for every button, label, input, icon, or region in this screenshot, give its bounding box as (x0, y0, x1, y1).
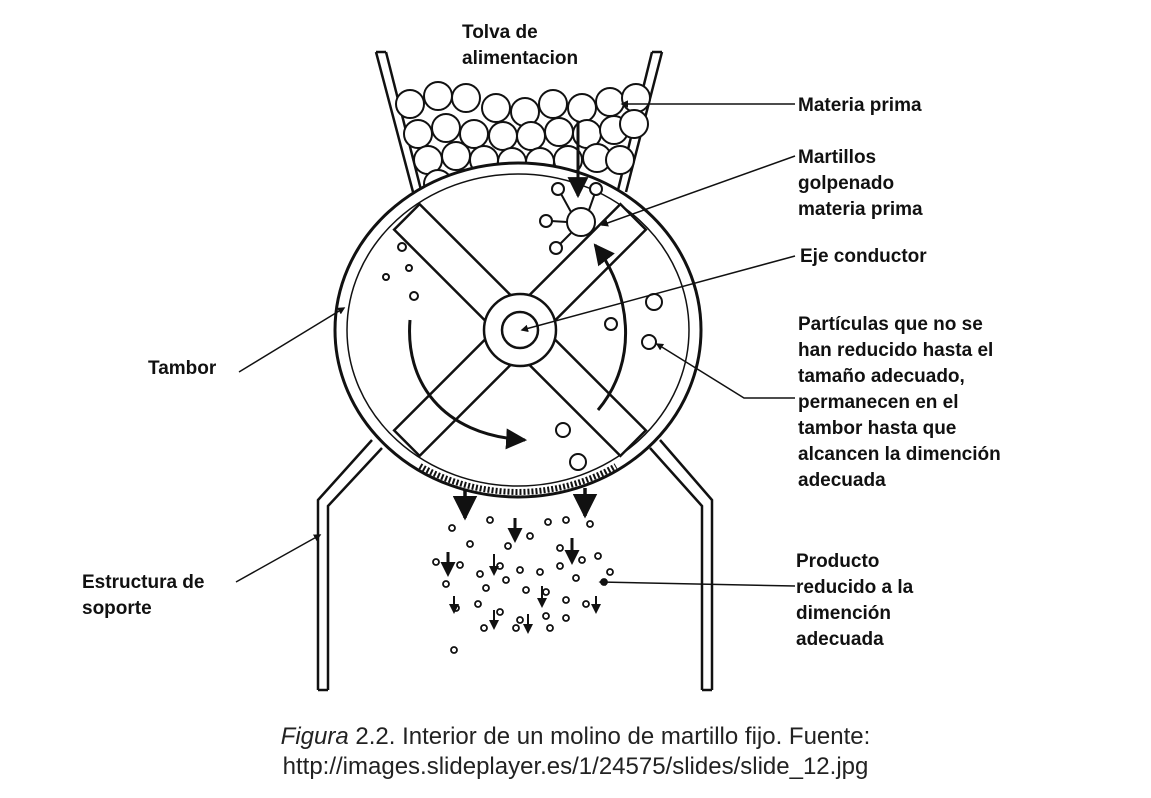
product-particle (544, 518, 552, 526)
product-particle (578, 556, 586, 564)
product-label-line: adecuada (796, 629, 884, 650)
product-particle (516, 566, 524, 574)
product-particle (522, 586, 530, 594)
product-particle (496, 608, 504, 616)
product-particles (432, 516, 614, 654)
product-particle (456, 561, 464, 569)
product-particle (556, 562, 564, 570)
product-particle (486, 516, 494, 524)
hopper-label-line: alimentacion (462, 48, 579, 69)
leader-lines (235, 100, 796, 587)
figure-caption: Figura 2.2. Interior de un molino de mar… (0, 722, 1151, 782)
product-label: Producto reducido a la dimención adecuad… (796, 549, 913, 653)
product-particle (442, 580, 450, 588)
product-particle (594, 552, 602, 560)
discharge-arrows (452, 488, 598, 521)
product-particle (586, 520, 594, 528)
particles-label: Partículas que no se han reducido hasta … (798, 312, 1001, 494)
caption-line-1: Figura 2.2. Interior de un molino de mar… (0, 722, 1151, 752)
raw-material-ball (451, 83, 481, 113)
particles-label-line: tambor hasta que (798, 418, 957, 439)
product-label-line: reducido a la (796, 577, 914, 598)
raw-material-ball (516, 121, 546, 151)
product-particle (562, 596, 570, 604)
impact-burst (539, 122, 603, 255)
raw-material-ball (595, 87, 625, 117)
product-label-line: Producto (796, 551, 880, 572)
product-particle (504, 542, 512, 550)
product-particle (450, 646, 458, 654)
raw-material-ball (441, 141, 471, 171)
hammer-rotor (392, 202, 648, 458)
product-particle (474, 600, 482, 608)
hammers-label-line: golpenado (798, 173, 895, 194)
support-label-line: Estructura de (82, 572, 205, 593)
hammers-label-line: Martillos (798, 147, 877, 168)
product-particle (562, 516, 570, 524)
raw-material-ball (567, 93, 597, 123)
particles-label-line: Partículas que no se (798, 314, 983, 335)
product-particle (542, 588, 550, 596)
hopper-label-line: Tolva de (462, 22, 538, 43)
drum-particles (382, 242, 663, 471)
product-particle (448, 524, 456, 532)
support-label-line: soporte (82, 598, 152, 619)
product-particle (480, 624, 488, 632)
product-particle (536, 568, 544, 576)
drum-label-line: Tambor (148, 358, 217, 379)
product-particle (476, 570, 484, 578)
raw-material-ball (488, 121, 518, 151)
raw-material-ball (403, 119, 433, 149)
rotation-arrows (408, 243, 627, 450)
raw-material-ball (538, 89, 568, 119)
raw-material-ball (431, 113, 461, 143)
product-particle (496, 562, 504, 570)
shaft-label-line: Eje conductor (800, 246, 927, 267)
product-particle (606, 568, 614, 576)
product-particle (556, 544, 564, 552)
raw-material-label-line: Materia prima (798, 95, 922, 116)
raw-material-ball (459, 119, 489, 149)
raw-material-ball (423, 81, 453, 111)
raw-material-ball (544, 117, 574, 147)
product-particle (502, 576, 510, 584)
product-particle (512, 624, 520, 632)
shaft-label: Eje conductor (800, 244, 927, 270)
particles-label-line: tamaño adecuado, (798, 366, 965, 387)
product-particle (546, 624, 554, 632)
particles-label-line: alcancen la dimención (798, 444, 1001, 465)
particles-label-line: permanecen en el (798, 392, 959, 413)
particles-label-line: adecuada (798, 470, 886, 491)
product-particle (542, 612, 550, 620)
product-particle (516, 616, 524, 624)
product-label-line: dimención (796, 603, 892, 624)
product-particle (572, 574, 580, 582)
support-label: Estructura de soporte (82, 570, 204, 622)
raw-material-label: Materia prima (798, 93, 922, 119)
product-particle (432, 558, 440, 566)
hopper-label: Tolva de alimentacion (462, 20, 578, 72)
product-particle (526, 532, 534, 540)
product-particle (482, 584, 490, 592)
caption-prefix: Figura (280, 723, 349, 750)
caption-text: 2.2. Interior de un molino de martillo f… (348, 723, 871, 750)
product-particle (466, 540, 474, 548)
hammers-label: Martillos golpenado materia prima (798, 145, 923, 223)
support-structure (316, 439, 714, 692)
caption-line-2: http://images.slideplayer.es/1/24575/sli… (282, 753, 869, 780)
product-particle (562, 614, 570, 622)
hammer-mill-diagram (235, 50, 796, 692)
drum-label: Tambor (148, 356, 216, 382)
particles-label-line: han reducido hasta el (798, 340, 994, 361)
raw-material-ball (619, 109, 649, 139)
raw-material-ball (395, 89, 425, 119)
raw-material-ball (621, 83, 651, 113)
raw-material-ball (605, 145, 635, 175)
product-particle (582, 600, 590, 608)
hammers-label-line: materia prima (798, 199, 923, 220)
raw-material-ball (481, 93, 511, 123)
